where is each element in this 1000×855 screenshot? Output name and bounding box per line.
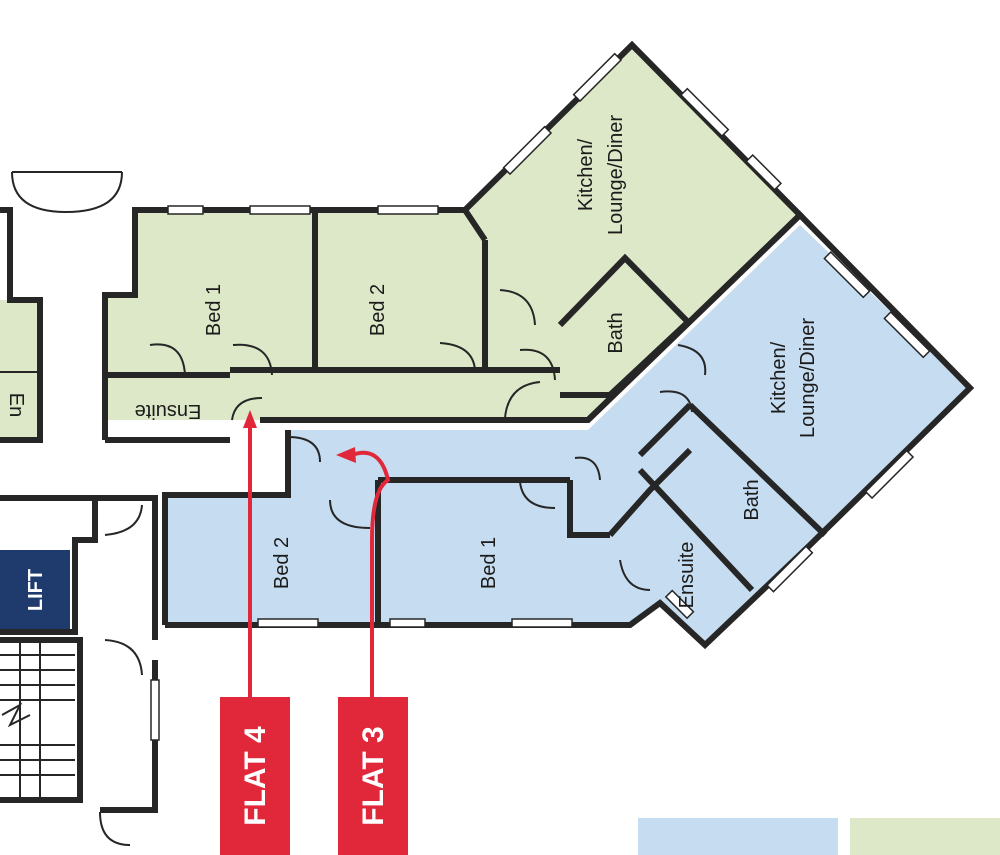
flat-4-tag bbox=[220, 697, 290, 855]
legend-swatch-flat-4 bbox=[850, 818, 1000, 855]
flat-3-tag-label: FLAT 3 bbox=[357, 726, 390, 825]
flat-4-bed-1-label: Bed 1 bbox=[203, 284, 225, 336]
legend-swatch-flat-3 bbox=[638, 818, 838, 855]
flat-3-bath-label: Bath bbox=[741, 479, 763, 520]
flat-arrows bbox=[243, 410, 391, 700]
flat-tags: FLAT 4 FLAT 3 bbox=[220, 697, 408, 855]
flat-4-kitchen-label-1: Kitchen/ bbox=[575, 138, 597, 211]
flat-4-tag-label: FLAT 4 bbox=[239, 726, 272, 826]
lift-shaft bbox=[0, 550, 70, 630]
legend bbox=[638, 818, 1000, 855]
flat-3-tag bbox=[338, 697, 408, 855]
lift-label: LIFT bbox=[25, 569, 47, 611]
flat-3-arrow-head bbox=[336, 447, 356, 463]
flat-3: Bed 2 Bed 1 Ensuite Bath Kitchen/ Lounge… bbox=[162, 210, 975, 650]
flat-4-arrow-head bbox=[243, 410, 257, 428]
flat-3-kitchen-label-2: Lounge/Diner bbox=[797, 318, 819, 438]
adjacent-ensuite-wall bbox=[0, 207, 43, 443]
flat-4-floor bbox=[105, 45, 800, 420]
flat-4: Bed 1 Bed 2 Ensuite Bath Kitchen/ Lounge… bbox=[102, 40, 805, 443]
adjacent-rooms: En bbox=[0, 207, 43, 443]
flat-4-bed-2-label: Bed 2 bbox=[367, 284, 389, 336]
building-core: LIFT bbox=[0, 495, 160, 846]
flat-3-arrow bbox=[351, 450, 391, 700]
flat-3-bed-1-label: Bed 1 bbox=[478, 537, 500, 589]
flat-3-kitchen-label-1: Kitchen/ bbox=[768, 341, 790, 414]
flat-3-ensuite-label: Ensuite bbox=[676, 542, 698, 609]
flat-3-bed-2-label: Bed 2 bbox=[271, 537, 293, 589]
entrance-doors bbox=[11, 171, 123, 213]
adjacent-ensuite-room bbox=[0, 300, 40, 440]
adjacent-ensuite-label: En bbox=[5, 393, 27, 417]
flat-4-kitchen-label-2: Lounge/Diner bbox=[605, 115, 627, 235]
flat-3-floor bbox=[165, 225, 970, 645]
stairwell bbox=[0, 637, 83, 803]
flat-4-ensuite-label: Ensuite bbox=[135, 400, 202, 422]
flat-4-bath-label: Bath bbox=[605, 312, 627, 353]
